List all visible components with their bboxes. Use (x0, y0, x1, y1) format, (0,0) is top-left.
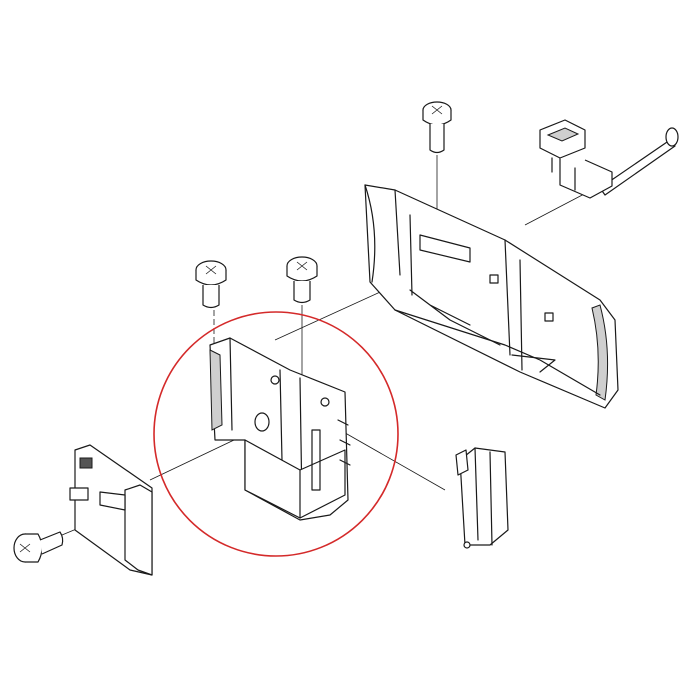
latch-bracket (539, 119, 613, 199)
circuit-board-part (69, 444, 153, 576)
screw-left-a (195, 260, 227, 309)
side-clip (455, 447, 509, 549)
screw-left-b (286, 256, 318, 304)
main-housing (364, 184, 619, 409)
long-shaft-pin (599, 127, 679, 196)
screw-top-right (422, 101, 452, 154)
highlight-circle (153, 311, 399, 557)
highlighted-cage-assembly (209, 337, 351, 521)
screw-bottom-left (13, 531, 64, 563)
